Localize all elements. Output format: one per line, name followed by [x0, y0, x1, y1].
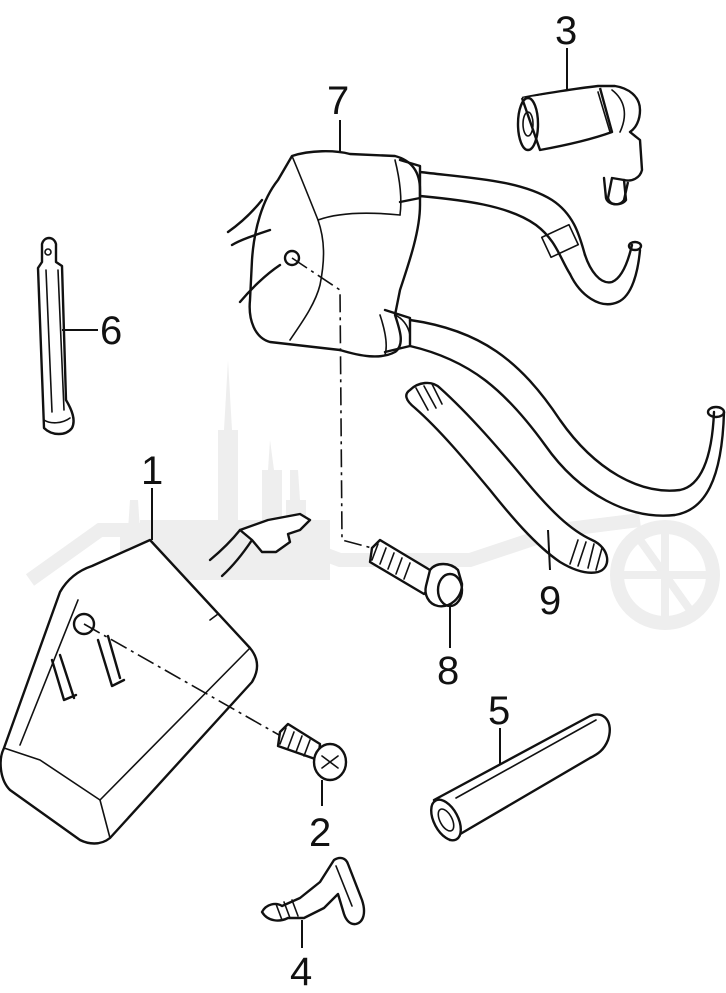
mount-axis-1-2 [83, 623, 331, 765]
bolt-icon [368, 538, 464, 608]
callout-4: 4 [290, 950, 312, 993]
callout-9: 9 [539, 579, 561, 623]
leader-9 [547, 529, 551, 571]
callout-8: 8 [437, 649, 459, 693]
cable-band-icon [36, 236, 75, 436]
screw-icon [276, 722, 348, 782]
callout-2: 2 [309, 811, 331, 855]
control-unit-box-icon [0, 512, 312, 845]
callout-3: 3 [555, 9, 577, 53]
callout-7: 7 [327, 79, 349, 123]
spark-plug-cap-icon [516, 84, 644, 206]
callout-6: 6 [100, 309, 122, 353]
mount-axis-7-8 [291, 257, 373, 549]
hose-sleeve-icon [430, 713, 611, 842]
ignition-coil-icon [226, 150, 726, 517]
callout-1: 1 [141, 449, 163, 493]
callout-5: 5 [488, 689, 510, 733]
hose-icon [405, 381, 609, 574]
wire-terminal-icon [260, 856, 366, 926]
